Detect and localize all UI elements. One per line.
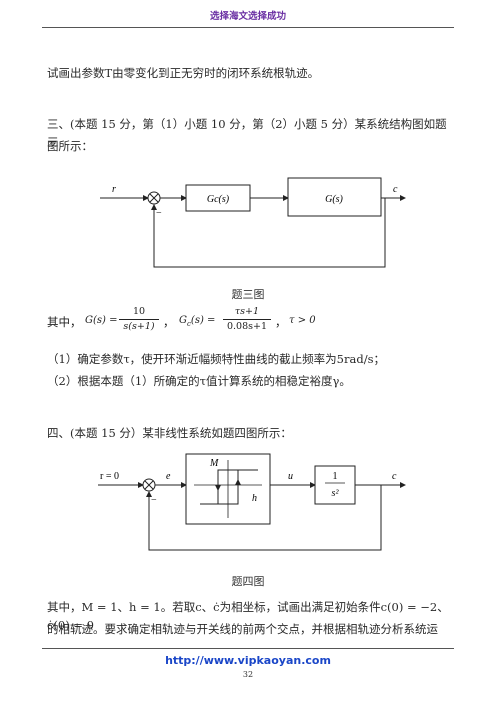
q4-output-label: c bbox=[392, 471, 397, 482]
q4-line1: 其中，M = 1、h = 1。若取c、ċ为相坐标，试画出满足初始条件c(0) =… bbox=[47, 600, 449, 632]
q3-minus-sign: − bbox=[156, 208, 162, 219]
page-number: 32 bbox=[242, 670, 254, 679]
q3-output-label: c bbox=[393, 184, 398, 195]
q4-m-label: M bbox=[209, 458, 219, 469]
q4-caption: 题四图 bbox=[231, 575, 265, 588]
page-header-title: 选择海文选择成功 bbox=[209, 11, 286, 22]
q3-block-g bbox=[287, 177, 382, 217]
q4-line2: 的相轨迹。要求确定相轨迹与开关线的前两个交点，并根据相轨迹分析系统运 bbox=[47, 622, 438, 636]
q3-gc-numerator: τs+1 bbox=[234, 306, 260, 317]
q3-g-numerator: 10 bbox=[132, 306, 146, 317]
q3-condition: τ > 0 bbox=[289, 315, 316, 326]
q4-plant-numerator: 1 bbox=[333, 471, 338, 482]
intro-text: 试画出参数T由零变化到正无穷时的闭环系统根轨迹。 bbox=[47, 66, 320, 80]
q3-g-denominator: s(s+1) bbox=[123, 321, 155, 332]
q4-heading: 四、(本题 15 分）某非线性系统如题四图所示： bbox=[47, 426, 292, 440]
q4-u-label: u bbox=[288, 471, 293, 482]
q3-feedback-path bbox=[151, 198, 386, 268]
q4-plant-denominator: s² bbox=[332, 488, 340, 499]
q3-input-label: r bbox=[112, 184, 116, 195]
q4-input-label: r = 0 bbox=[100, 471, 119, 482]
q4-h-label: h bbox=[252, 493, 257, 504]
q4-error-label: e bbox=[166, 471, 171, 482]
q3-item2: （2）根据本题（1）所确定的τ值计算系统的相稳定裕度γ。 bbox=[47, 374, 351, 388]
q4-block-diagram: r = 0 − e M h u 1 s² c bbox=[98, 453, 406, 551]
q3-formula-line: 其中， G(s) = 10 s(s+1) ， Gc(s) = τs+1 0.08… bbox=[47, 306, 316, 332]
footer-rule bbox=[42, 648, 454, 649]
footer-url-link[interactable]: http://www.vipkaoyan.com bbox=[165, 654, 331, 667]
q3-where-prefix: 其中， bbox=[47, 315, 82, 329]
q3-heading-line1: 三、(本题 15 分，第（1）小题 10 分，第（2）小题 5 分）某系统结构图… bbox=[47, 117, 447, 149]
q3-item1: （1）确定参数τ，使开环渐近幅频特性曲线的截止频率为5rad/s； bbox=[47, 352, 385, 366]
q3-caption: 题三图 bbox=[231, 288, 265, 301]
q3-block-gc-label: Gc(s) bbox=[207, 194, 230, 205]
q4-minus-sign: − bbox=[151, 495, 157, 506]
q4-plant-block bbox=[314, 465, 356, 505]
q3-gc-denominator: 0.08s+1 bbox=[226, 321, 268, 332]
header-rule bbox=[42, 27, 454, 28]
q4-feedback-path bbox=[146, 485, 382, 551]
q3-block-diagram: r − Gc(s) G(s) c bbox=[100, 177, 406, 268]
q3-block-g-label: G(s) bbox=[325, 194, 343, 205]
q3-heading-line2: 图所示： bbox=[47, 139, 93, 153]
